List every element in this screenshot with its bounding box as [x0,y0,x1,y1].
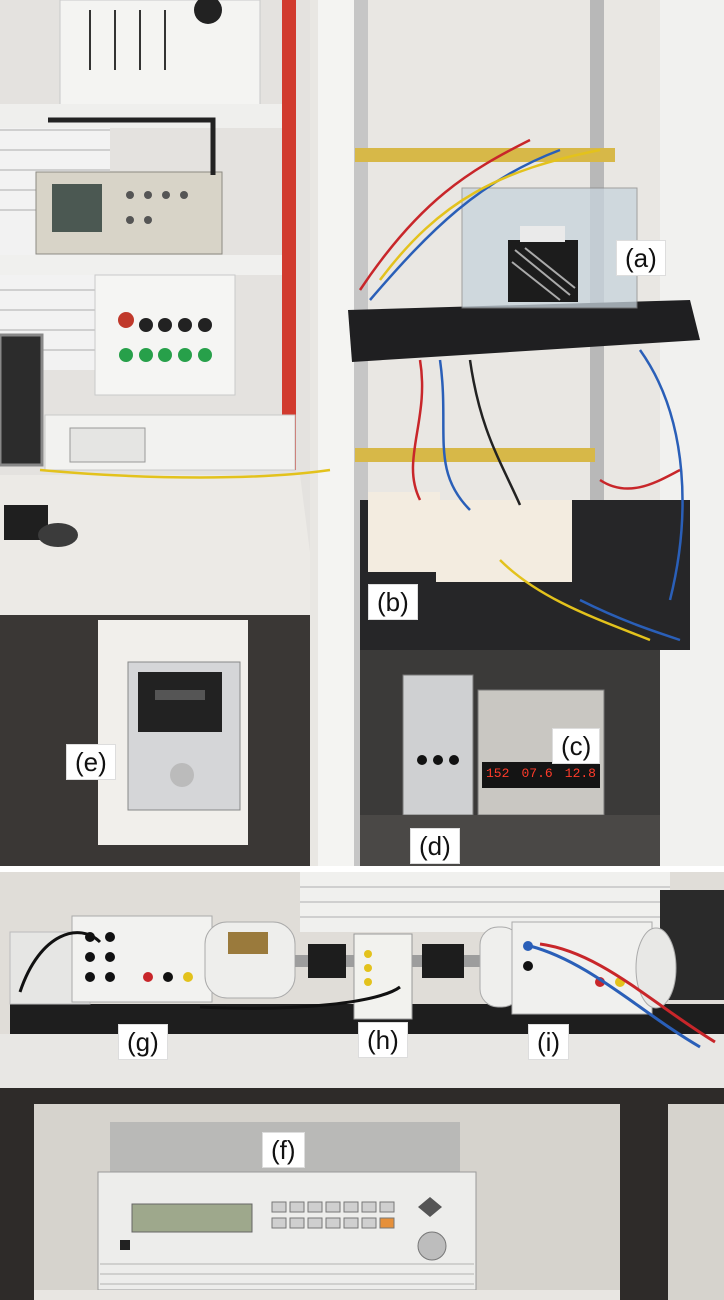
label-d: (d) [410,828,460,864]
top-photo-drawing [0,0,724,866]
label-i: (i) [528,1024,570,1060]
bottom-photo-motor-bench: (f) (g) (h) (i) [0,872,724,1300]
label-f: (f) [262,1132,305,1168]
top-device-panel [59,0,261,106]
label-c: (c) [552,728,601,764]
wiring [39,138,684,642]
torque-sensor-h [353,933,413,1020]
label-a: (a) [616,240,666,276]
top-photo-cabinet-bench: 152 07.6 12.8 (a) (b) (c) (d) (e) [0,0,724,866]
label-b: (b) [368,584,418,620]
current-readout: 07.6 [521,766,553,781]
label-h: (h) [358,1022,408,1058]
control-panel [94,274,236,396]
red-pipe [282,0,296,470]
monitor [0,333,44,467]
mouse [38,523,78,547]
aux-readout: 12.8 [564,766,596,781]
rack-cabinet [310,0,724,866]
motor-i [479,921,677,1015]
pc-tower [127,661,241,811]
label-e: (e) [66,744,116,780]
electronic-load-f [97,1122,477,1291]
bottom-photo-drawing [0,872,724,1300]
label-g: (g) [118,1024,168,1060]
oscilloscope [35,117,223,255]
voltage-readout: 152 [486,766,510,781]
power-supply-display: 152 07.6 12.8 [486,766,596,784]
